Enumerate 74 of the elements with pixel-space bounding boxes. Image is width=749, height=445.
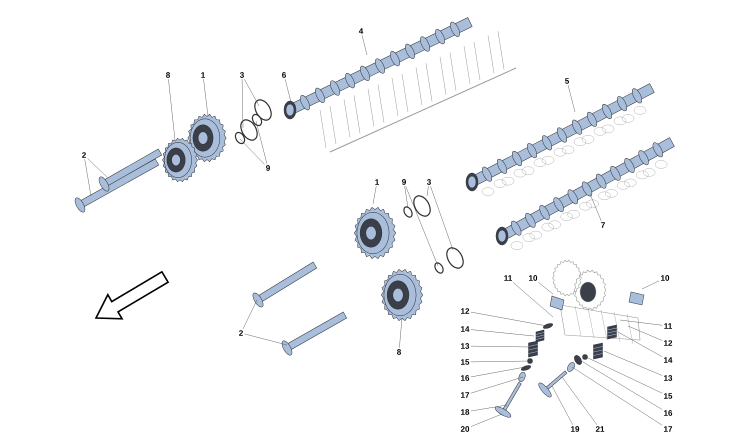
leader-line (244, 79, 260, 106)
callout-number: 14 (461, 326, 470, 332)
leader-line (470, 329, 534, 336)
callout-number: 7 (601, 222, 605, 228)
callout-number: 1 (375, 179, 379, 185)
leader-line (470, 360, 530, 362)
leader-line (620, 320, 663, 326)
leader-line (256, 120, 268, 164)
leader-line (470, 366, 526, 378)
callout-number: 13 (461, 343, 470, 349)
leader-line (562, 376, 598, 425)
callout-number: 16 (461, 375, 470, 381)
leader-line (470, 312, 548, 326)
leader-line (538, 282, 554, 294)
leader-line (590, 194, 602, 222)
leader-line (372, 186, 376, 204)
callout-number: 6 (282, 72, 286, 78)
callout-number: 12 (664, 340, 672, 346)
leader-line (84, 159, 92, 196)
callout-number: 1 (201, 72, 205, 78)
leader-line (618, 332, 662, 357)
callout-number: 18 (461, 409, 470, 415)
leader-line (578, 358, 662, 410)
callout-number: 12 (461, 308, 470, 314)
callout-number: 9 (266, 165, 270, 171)
callout-number: 9 (402, 179, 406, 185)
leader-line (470, 346, 530, 348)
callout-number: 14 (664, 357, 672, 363)
leader-line (470, 414, 502, 427)
callout-number: 16 (664, 410, 672, 416)
leader-line (87, 158, 108, 178)
leader-line (362, 34, 368, 56)
leader-line (568, 85, 576, 112)
leader-line (470, 376, 524, 394)
leader-line (404, 186, 408, 208)
leader-line (512, 282, 554, 318)
callout-number: 8 (166, 72, 170, 78)
callout-number: 11 (504, 275, 512, 281)
callout-number: 5 (565, 78, 569, 84)
leader-line (203, 78, 208, 116)
leader-line (572, 366, 662, 426)
leader-line (168, 79, 176, 140)
callout-number: 17 (461, 392, 470, 398)
leader-line (284, 79, 292, 102)
leader-line (604, 350, 662, 376)
callout-number: 20 (460, 426, 470, 432)
leader-line (242, 300, 258, 330)
callout-number: 21 (596, 426, 604, 432)
leader-line (552, 386, 573, 425)
callout-number: 10 (661, 275, 670, 281)
leader-line (406, 186, 438, 266)
callout-number: 8 (397, 349, 401, 355)
leader-line (240, 138, 265, 164)
leader-line (628, 326, 662, 341)
leader-line (586, 356, 662, 394)
leader-line (399, 318, 402, 348)
callout-number: 3 (426, 179, 431, 185)
callout-number: 15 (664, 393, 672, 399)
callout-number: 15 (461, 359, 470, 365)
leader-line (430, 186, 454, 250)
callout-number: 4 (358, 28, 364, 34)
callout-number: 17 (664, 426, 672, 432)
leader-line (244, 334, 288, 346)
leader-line (426, 186, 429, 196)
callout-number: 13 (664, 375, 672, 381)
leader-line (642, 280, 660, 290)
callout-number: 2 (239, 330, 243, 336)
callout-number: 10 (529, 275, 538, 281)
callout-number: 11 (664, 323, 672, 329)
leader-line (470, 404, 508, 412)
callout-number: 2 (82, 152, 86, 158)
leader-line (242, 79, 244, 128)
callout-number: 19 (571, 426, 580, 432)
callout-number: 3 (240, 72, 244, 78)
